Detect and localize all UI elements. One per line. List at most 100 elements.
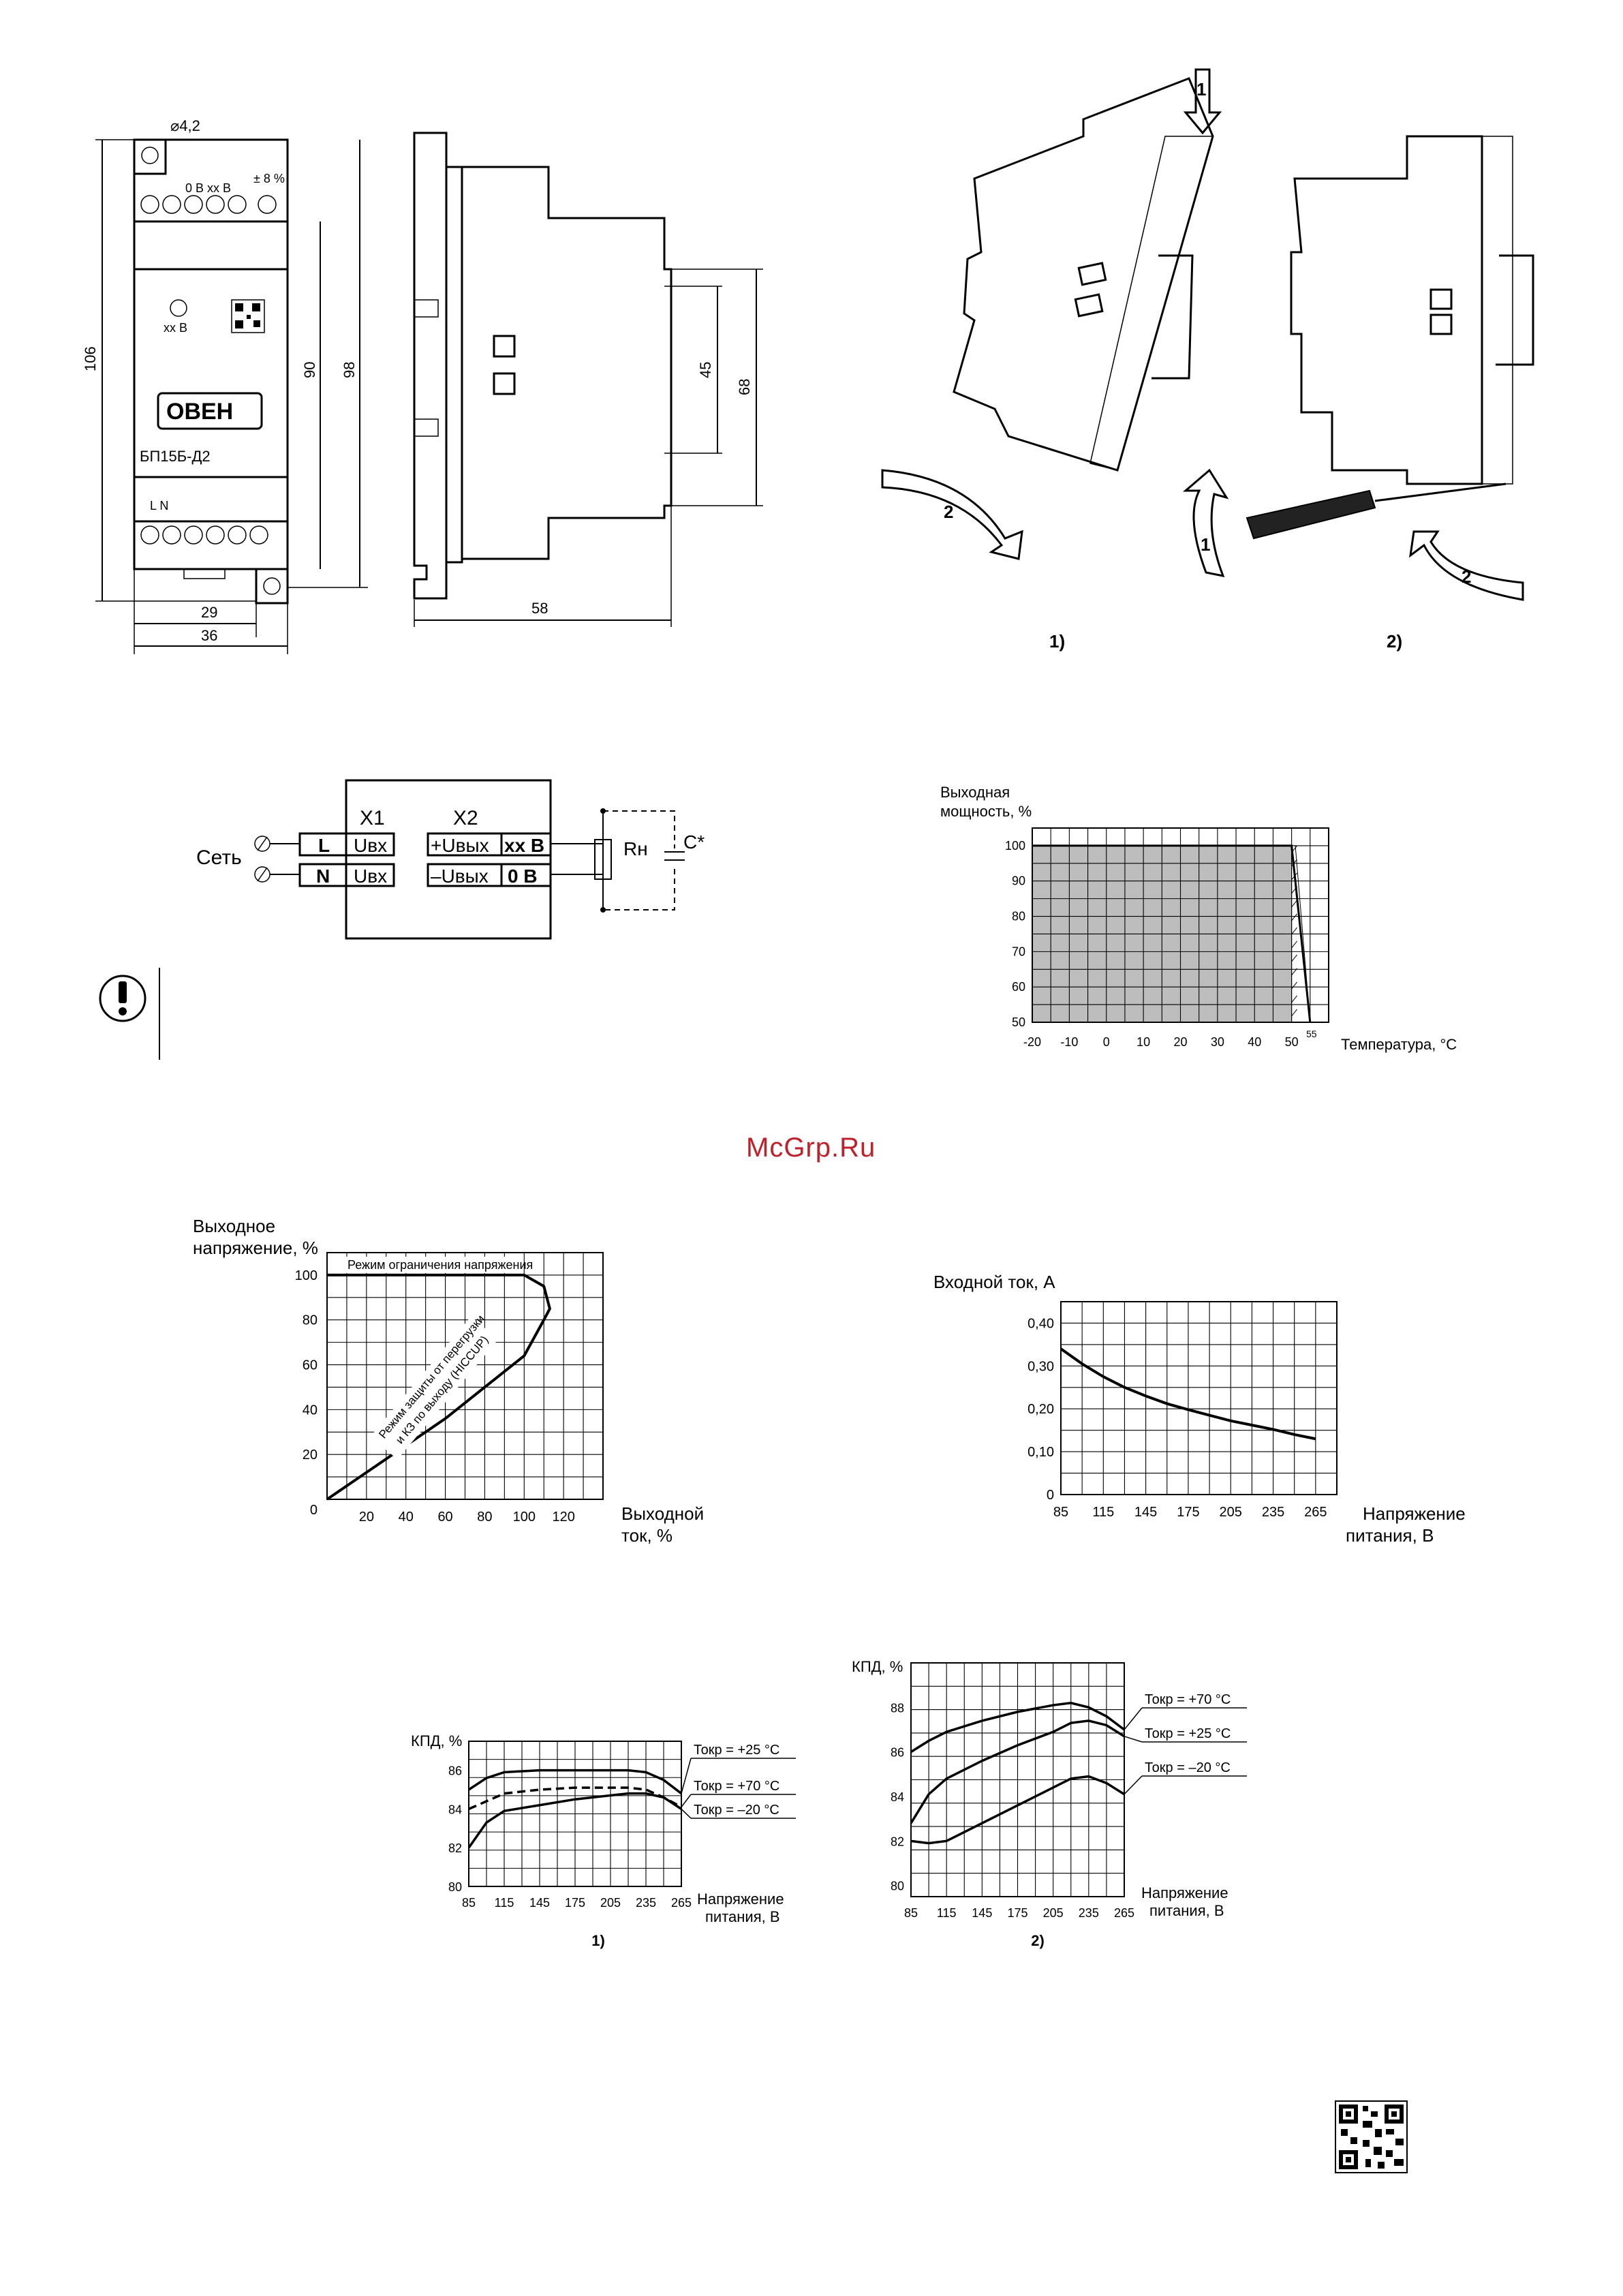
legend-entry-2: Токр = –20 °С (1145, 1760, 1231, 1775)
dim-58: 58 (531, 600, 548, 617)
series-line-2 (467, 1792, 682, 1849)
front-view-drawing: ⌀4,2 0 В хх В ± 8 % хх В ОВЕН БП15Б-Д2 L… (82, 117, 368, 654)
y-tick: 80 (891, 1880, 904, 1893)
x-tick: -10 (1060, 1035, 1078, 1049)
x2-label: Х2 (453, 807, 478, 829)
annotation-bg (370, 1316, 499, 1460)
y-axis-label-2: мощность, % (940, 803, 1032, 820)
x-axis-label-2: питания, В (1149, 1902, 1224, 1919)
x-tick: 205 (1220, 1505, 1242, 1520)
y-tick: 100 (295, 1268, 318, 1283)
x-tick: 175 (565, 1896, 585, 1910)
plot-frame (468, 1741, 682, 1887)
push-arrow-icon (1409, 530, 1524, 601)
arrow-down-icon (1183, 68, 1222, 135)
legend-leader (681, 1758, 692, 1794)
plot-frame (910, 1662, 1125, 1897)
y-tick: 0 (1047, 1488, 1054, 1503)
series-line-2 (910, 1775, 1125, 1845)
hatch-line (1291, 900, 1298, 908)
legend-leader (1124, 1736, 1143, 1743)
mounting-figure-2: 1 2 2) (1182, 135, 1534, 652)
hiccup-annotation-2: и КЗ по выходу (HICCUP) (393, 1333, 491, 1446)
x-tick-extra: 55 (1306, 1028, 1317, 1039)
origin-tick: 0 (310, 1503, 318, 1518)
voltage-limit-annotation: Режим ограничения напряжения (347, 1258, 533, 1272)
legend-entry-0: Токр = +70 °С (1145, 1692, 1231, 1707)
x-tick: 40 (1248, 1035, 1261, 1049)
y-axis-label-1: Выходная (940, 784, 1010, 801)
x-tick: 145 (529, 1896, 550, 1910)
brand-logo-box (157, 392, 263, 430)
y-tick: 70 (1012, 945, 1025, 958)
dim-98: 98 (341, 362, 358, 378)
x-axis-label-1: Напряжение (1363, 1503, 1466, 1524)
x-tick: 235 (1262, 1505, 1284, 1520)
x-tick: 235 (1079, 1906, 1099, 1920)
y-tick: 0,30 (1027, 1359, 1054, 1374)
mount-caption-1: 1) (1049, 631, 1065, 652)
wiring-diagram: Сеть Х1 Х2 L N Uвх Uвх +Uвых –Uвых хх В … (196, 779, 705, 940)
x-tick: 20 (1173, 1035, 1187, 1049)
x-tick: 115 (937, 1906, 957, 1920)
load-resistor (594, 839, 612, 880)
dim-68: 68 (736, 379, 753, 395)
x-tick: 100 (513, 1510, 536, 1525)
x-tick: 30 (1211, 1035, 1224, 1049)
device-block (345, 779, 552, 940)
x-tick: 235 (636, 1896, 656, 1910)
y-axis-label-2: напряжение, % (193, 1238, 318, 1258)
screwdriver-icon (1246, 489, 1376, 540)
chart-caption: 2) (1031, 1932, 1045, 1949)
top-mount-ear (133, 138, 167, 175)
mounting-figure-1: 1 2 1) (881, 68, 1222, 652)
mount-hole-top (141, 147, 159, 164)
x-tick: 115 (1092, 1505, 1114, 1520)
x-tick: 85 (1053, 1505, 1068, 1520)
led-indicator (170, 299, 187, 317)
y-axis-label: КПД, % (852, 1658, 903, 1675)
exclamation-icon (99, 968, 160, 1060)
x-axis-label-2: ток, % (621, 1525, 673, 1546)
legend-entry-0: Токр = +25 °С (694, 1743, 779, 1758)
y-tick: 82 (891, 1835, 904, 1848)
dim-29: 29 (201, 604, 217, 621)
hatch-line (1291, 940, 1298, 949)
x-tick: 120 (552, 1510, 574, 1525)
y-axis-label: КПД, % (411, 1732, 462, 1749)
terminal-N: N (316, 866, 330, 887)
led-label: хх В (164, 321, 187, 335)
power-line (1032, 844, 1312, 1023)
bottom-mount-ear (255, 568, 289, 604)
legend-entry-2: Токр = –20 °С (694, 1803, 779, 1818)
x-tick: 60 (437, 1510, 452, 1525)
x-tick: 80 (477, 1510, 492, 1525)
dim-90: 90 (301, 362, 318, 378)
y-tick: 60 (303, 1358, 318, 1373)
rotate-arrow-icon (881, 469, 1023, 560)
annotation-bg (344, 1257, 518, 1273)
uin1-label: Uвх (354, 835, 387, 856)
step2-label-b: 2 (1462, 566, 1471, 587)
y-tick: 0,40 (1027, 1316, 1054, 1331)
plot-frame (1060, 1301, 1338, 1495)
load-label: Rн (623, 838, 648, 859)
y-tick: 20 (303, 1448, 318, 1463)
y-tick: 90 (1012, 874, 1025, 888)
xx-terminal: хх В (504, 835, 544, 856)
x-tick: 85 (462, 1896, 476, 1910)
qr-code-icon (1335, 2100, 1408, 2173)
top-terminal-labels: 0 В хх В (185, 181, 231, 195)
input-current-curve (1060, 1347, 1316, 1441)
legend-leader (1124, 1775, 1143, 1795)
x1-label: Х1 (360, 807, 385, 829)
x-tick: 265 (671, 1896, 692, 1910)
top-terminals (140, 195, 277, 214)
y-axis-label: Входной ток, А (933, 1272, 1055, 1292)
dim-36: 36 (201, 627, 217, 644)
legend-entry-1: Токр = +25 °С (1145, 1726, 1231, 1741)
x-tick: 175 (1007, 1906, 1027, 1920)
